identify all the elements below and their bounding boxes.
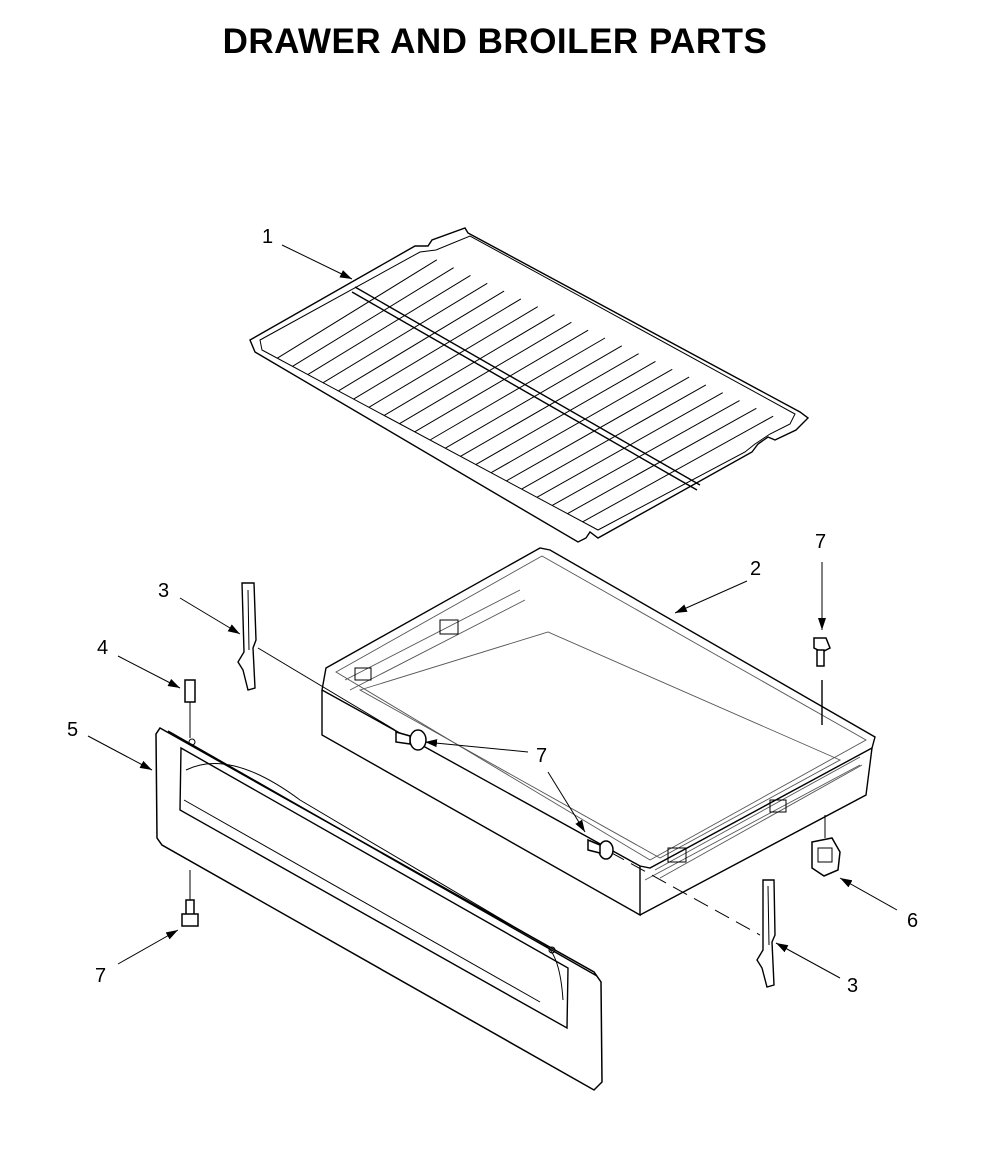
page-title: DRAWER AND BROILER PARTS xyxy=(222,22,768,61)
rack-wire xyxy=(292,267,454,367)
rack-wire xyxy=(307,275,471,375)
stud xyxy=(184,679,196,738)
rack-wire xyxy=(322,282,488,384)
rack-wire xyxy=(277,259,438,359)
rack-wire xyxy=(429,337,606,441)
rack-wire xyxy=(582,415,774,523)
rack-wire xyxy=(506,376,690,482)
callout-1: 1 xyxy=(262,226,273,248)
slide-clip-rear xyxy=(237,582,257,691)
callout-2: 2 xyxy=(750,558,761,580)
screw-top-right xyxy=(813,637,831,725)
screw-front-drawer xyxy=(587,838,614,860)
drawer-front-panel xyxy=(155,727,603,1091)
rack-wire xyxy=(567,407,757,515)
callout-3-front: 3 xyxy=(847,975,858,997)
rack-wire xyxy=(338,290,505,392)
rack-wire xyxy=(490,368,673,474)
screw-rear-drawer xyxy=(395,729,427,751)
rack-wire xyxy=(368,306,538,408)
callout-4: 4 xyxy=(97,637,108,659)
callout-7-bottom: 7 xyxy=(95,965,106,987)
broiler-rack xyxy=(249,227,810,543)
callout-6: 6 xyxy=(907,910,918,932)
broiler-drawer xyxy=(257,547,876,936)
callout-7-middle: 7 xyxy=(536,745,547,767)
rack-wire xyxy=(551,400,740,506)
leader-arrows xyxy=(87,244,898,979)
callout-3-rear: 3 xyxy=(158,580,169,602)
screw-bottom-left xyxy=(181,870,199,927)
callout-7-top: 7 xyxy=(815,531,826,553)
rack-wire xyxy=(383,314,555,416)
drawer-stop xyxy=(811,815,841,877)
slide-clip-front xyxy=(756,879,776,988)
rack-wire xyxy=(353,298,522,400)
rack-wire xyxy=(521,384,707,490)
rack-wire xyxy=(475,361,656,465)
rack-wire xyxy=(399,321,572,425)
rack-wire xyxy=(445,345,623,449)
rack-wire xyxy=(414,329,589,433)
callout-5: 5 xyxy=(67,719,78,741)
